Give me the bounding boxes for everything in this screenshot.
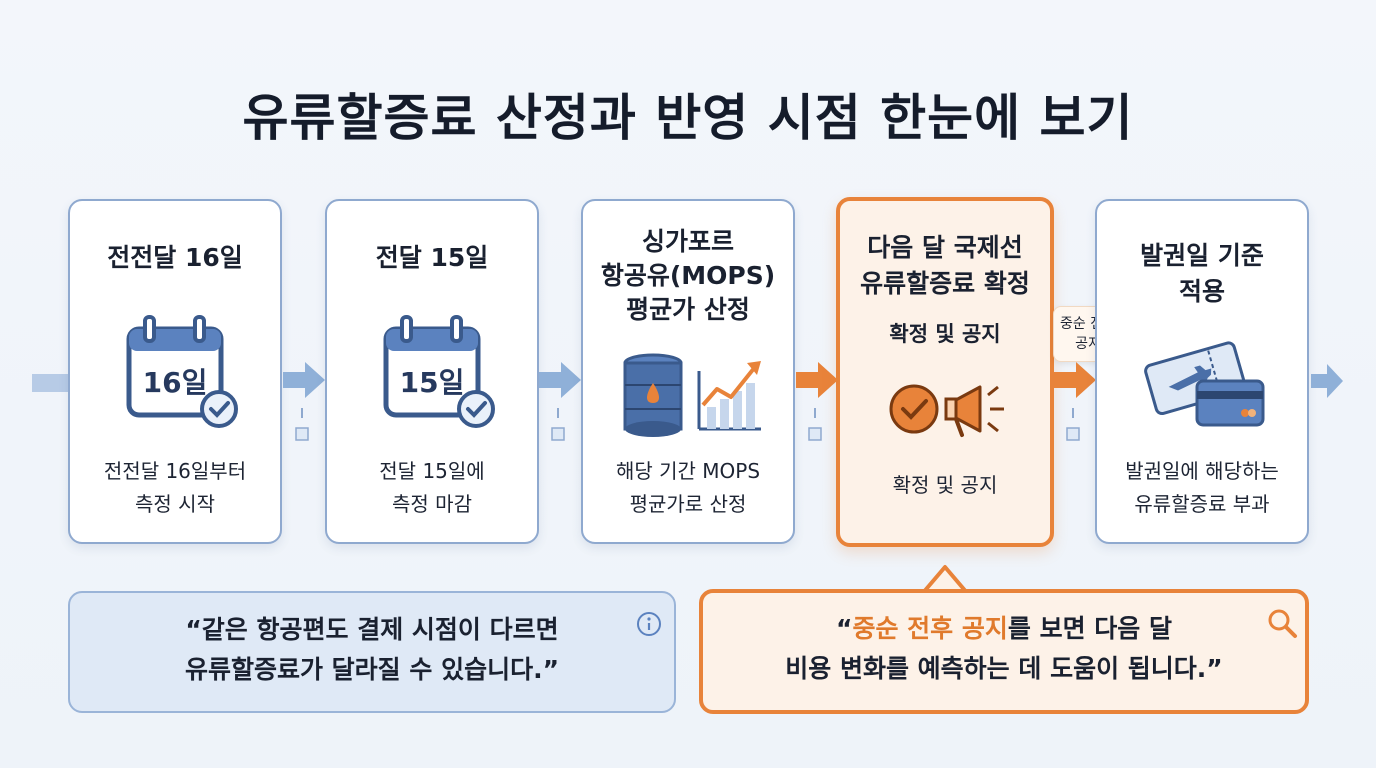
step-2-desc-2: 측정 마감 (392, 492, 472, 516)
calendar-check-icon (126, 315, 238, 428)
step-4-desc: 확정 및 공지 (892, 473, 998, 497)
quote-open-mark: “ (836, 614, 853, 643)
quote-left-line-1: “같은 항공편도 결제 시점이 다르면 (185, 615, 559, 644)
quote-box-left: “같은 항공편도 결제 시점이 다르면 유류할증료가 달라질 수 있습니다.” (68, 591, 676, 713)
trailing-arrow (1311, 364, 1343, 398)
step-2-title: 전달 15일 (375, 243, 489, 272)
step-2-desc-1: 전달 15일에 (379, 459, 485, 483)
quote-right-line-2: 비용 변화를 예측하는 데 도움이 됩니다.” (785, 654, 1223, 683)
badge-line-2: 공지 (1075, 336, 1101, 352)
step-1-desc-2: 측정 시작 (135, 492, 215, 516)
quote-highlight: 중순 전후 공지 (852, 614, 1008, 643)
step-5-title-1: 발권일 기준 (1140, 241, 1264, 270)
step-card-5: 발권일 기준 적용 발권일에 해당하는 유류할증료 부과 (1095, 199, 1309, 544)
step-card-3: 싱가포르 항공유(MOPS) 평균가 산정 해당 기간 MOPS 평균가로 산정 (581, 199, 795, 544)
step-3-title-3: 평균가 산정 (626, 295, 750, 324)
calendar-check-icon (383, 315, 495, 428)
step-card-4: 다음 달 국제선 유류할증료 확정 확정 및 공지 확정 및 공지 (836, 197, 1054, 547)
step-3-desc-2: 평균가로 산정 (629, 492, 747, 516)
step-3-title-1: 싱가포르 (641, 227, 734, 256)
step-card-1: 전전달 16일 16일 전전달 16일부터 측정 시작 (68, 199, 282, 544)
quote-right-line-1-rest: 를 보면 다음 달 (1007, 614, 1172, 643)
step-3-desc-1: 해당 기간 MOPS (615, 459, 761, 483)
flow-arrow-2 (539, 362, 581, 441)
flow-arrow-3 (796, 362, 838, 441)
step-1-desc-1: 전전달 16일부터 (103, 459, 247, 483)
lead-in-arrow (32, 374, 68, 392)
flow-arrow-4 (1054, 362, 1096, 441)
step-5-title-2: 적용 (1178, 277, 1225, 306)
info-icon (637, 612, 661, 636)
quote-right-line-1: “중순 전후 공지를 보면 다음 달 (703, 609, 1305, 649)
oil-barrel-chart-icon (623, 353, 761, 437)
search-icon (1268, 609, 1297, 638)
step-4-title-1: 다음 달 국제선 (867, 233, 1023, 262)
calendar-day-label: 16일 (142, 366, 208, 399)
calendar-day-label: 15일 (399, 366, 465, 399)
page-title: 유류할증료 산정과 반영 시점 한눈에 보기 (242, 89, 1134, 147)
ticket-card-icon (1144, 341, 1265, 427)
step-4-title-2: 유류할증료 확정 (860, 269, 1030, 298)
quote-left-line-2: 유류할증료가 달라질 수 있습니다.” (184, 655, 560, 684)
step-card-2: 전달 15일 15일 전달 15일에 측정 마감 (325, 199, 539, 544)
quote-box-right: “중순 전후 공지를 보면 다음 달 비용 변화를 예측하는 데 도움이 됩니다… (699, 589, 1309, 714)
step-3-title-2: 항공유(MOPS) (600, 261, 776, 290)
check-megaphone-icon (889, 384, 1004, 437)
step-5-desc-1: 발권일에 해당하는 (1125, 459, 1279, 483)
step-5-desc-2: 유류할증료 부과 (1134, 492, 1270, 516)
step-4-subtitle: 확정 및 공지 (889, 322, 1001, 346)
flow-arrow-1 (283, 362, 325, 441)
step-1-title: 전전달 16일 (107, 243, 243, 272)
